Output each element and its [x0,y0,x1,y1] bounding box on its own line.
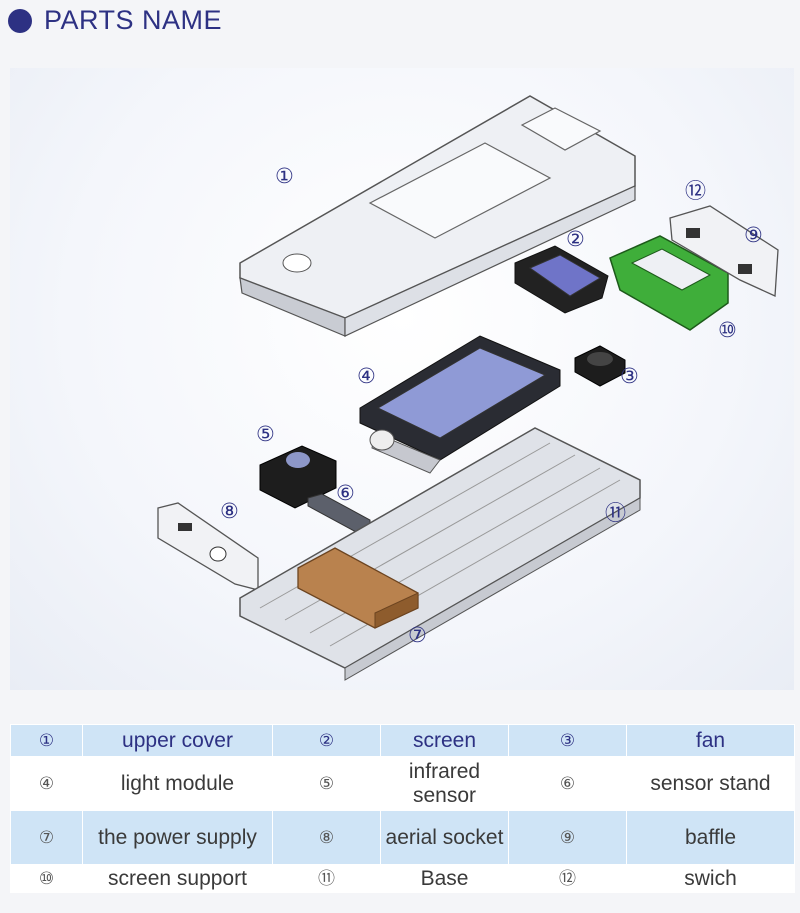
part-number: ⑪ [272,864,381,893]
callout-1: ① [275,164,294,188]
section-header: PARTS NAME [0,0,800,58]
table-row: ⑦ the power supply ⑧ aerial socket ⑨ baf… [10,810,795,865]
callout-12: ⑫ [685,179,706,203]
part-number: ④ [10,756,83,811]
part-label: baffle [626,810,795,865]
fan-part [574,345,626,387]
part-label: infrared sensor [380,756,509,811]
part-number: ⑦ [10,810,83,865]
part-label: light module [82,756,273,811]
section-title: PARTS NAME [44,5,223,35]
part-label: screen [380,724,509,757]
callout-6: ⑥ [336,481,355,505]
part-number: ⑨ [508,810,627,865]
callout-9: ⑨ [744,223,763,247]
part-number: ① [10,724,83,757]
table-row: ④ light module ⑤ infrared sensor ⑥ senso… [10,756,795,811]
callout-4: ④ [357,364,376,388]
part-label: sensor stand [626,756,795,811]
callout-10: ⑩ [718,318,737,342]
screen-support-part [609,235,729,331]
callout-8: ⑧ [220,499,239,523]
infrared-sensor-part [259,445,337,509]
part-label: upper cover [82,724,273,757]
callout-11: ⑪ [605,501,626,525]
part-label: screen support [82,864,273,893]
part-label: aerial socket [380,810,509,865]
table-row: ⑩ screen support ⑪ Base ⑫ swich [10,864,795,893]
baffle-part [669,205,779,297]
part-label: fan [626,724,795,757]
part-number: ③ [508,724,627,757]
upper-cover-part [239,95,636,337]
part-label: Base [380,864,509,893]
screen-part [514,245,609,314]
power-supply-part [297,547,419,629]
parts-table: ① upper cover ② screen ③ fan ④ light mod… [10,724,795,893]
part-label: swich [626,864,795,893]
callout-2: ② [566,227,585,251]
light-module-part [359,335,561,474]
part-number: ② [272,724,381,757]
bullet-icon [8,9,32,33]
callout-7: ⑦ [408,623,427,647]
callout-3: ③ [620,364,639,388]
part-number: ⑥ [508,756,627,811]
part-number: ⑩ [10,864,83,893]
exploded-view-diagram: ① ② ③ ④ ⑤ ⑥ ⑦ ⑧ ⑨ ⑩ ⑪ ⑫ [10,68,794,690]
table-row: ① upper cover ② screen ③ fan [10,724,795,757]
part-number: ⑫ [508,864,627,893]
part-number: ⑧ [272,810,381,865]
part-label: the power supply [82,810,273,865]
aerial-socket-part [157,502,259,591]
part-number: ⑤ [272,756,381,811]
callout-5: ⑤ [256,422,275,446]
